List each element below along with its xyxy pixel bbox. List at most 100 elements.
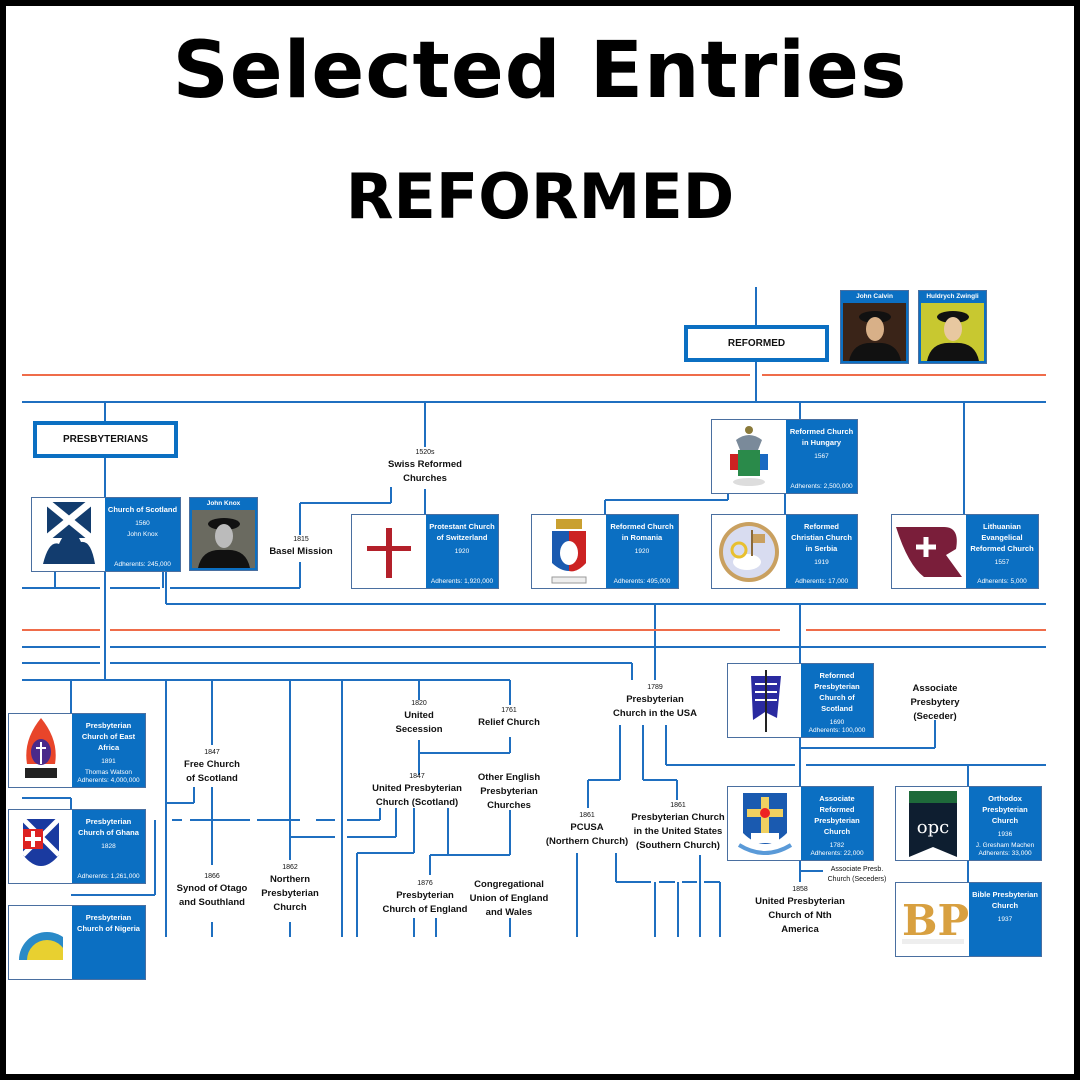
reformed-header: REFORMED — [684, 325, 829, 362]
church-name: Reformed Christian Church in Serbia — [791, 522, 852, 553]
branch-year: 1761 — [501, 707, 517, 714]
card-info: Reformed Presbyterian Church of Scotland… — [801, 664, 873, 737]
church-name: Reformed Church in Romania — [610, 522, 674, 542]
church-name: Bible Presbyterian Church — [972, 890, 1038, 910]
church-name: Presbyterian Church of Nigeria — [77, 913, 140, 933]
branch-name: Other English Presbyterian Churches — [477, 772, 541, 811]
branch-year: 1862 — [282, 864, 298, 871]
founding-year: 1920 — [634, 548, 650, 555]
branch-year: 1789 — [647, 684, 663, 691]
church-name: Presbyterian Church of East Africa — [81, 721, 136, 752]
card-info: Presbyterian Church of Nigeria — [72, 906, 145, 979]
branch-year: 1820 — [411, 700, 427, 707]
church-name: Associate Reformed Presbyterian Church — [814, 794, 860, 836]
church-card: Reformed Presbyterian Church of Scotland… — [727, 663, 874, 738]
card-info: Associate Reformed Presbyterian Church 17… — [801, 787, 873, 860]
pelican-crest-icon — [532, 515, 606, 588]
saltire-burning-bush-icon — [32, 498, 105, 571]
branch-name: United Secession — [395, 710, 443, 735]
adherents-count: Adherents: 100,000 — [808, 727, 866, 734]
branch-name: Basel Mission — [269, 546, 333, 557]
adherents-count: Adherents: 1,920,000 — [430, 578, 494, 585]
adherents-count: Adherents: 2,500,000 — [790, 483, 853, 490]
church-name: Reformed Church in Hungary — [789, 427, 854, 447]
branch-year: 1861 — [579, 812, 595, 819]
branch-year: 1866 — [204, 873, 220, 880]
presbyterians-header: PRESBYTERIANS — [33, 421, 178, 458]
branch-year: 1520s — [415, 449, 435, 456]
church-name: Presbyterian Church of Ghana — [78, 817, 139, 837]
church-name: Church of Scotland — [107, 505, 178, 514]
adherents-count: Adherents: 22,000 — [810, 850, 864, 857]
branch-name: United Presbyterian Church (Scotland) — [372, 783, 462, 808]
branch-label: Associate Presbytery (Seceder) — [910, 682, 959, 724]
branch-label: Other English Presbyterian Churches — [478, 771, 540, 813]
adherents-count: Adherents: 5,000 — [977, 578, 1027, 585]
cross-shield-icon — [9, 810, 72, 883]
flame-crest-icon — [9, 714, 72, 787]
church-name: Reformed Presbyterian Church of Scotland — [814, 671, 860, 713]
portrait-card: Huldrych Zwingli — [918, 290, 987, 364]
branch-name: Swiss Reformed Churches — [388, 459, 462, 484]
founding-year: 1557 — [994, 559, 1010, 566]
branch-name: Congregational Union of England and Wale… — [469, 879, 549, 918]
branch-year: 1858 — [792, 886, 808, 893]
branch-name: Associate Presbytery (Seceder) — [910, 683, 960, 722]
branch-year: 1847 — [204, 749, 220, 756]
red-cross-icon — [352, 515, 426, 588]
banner-icon — [728, 664, 801, 737]
founding-year: 1891 — [101, 758, 116, 765]
branch-name: Northern Presbyterian Church — [261, 874, 319, 913]
branch-label: Associate Presb. Church (Seceders) — [828, 865, 887, 885]
adherents-count: Adherents: 495,000 — [613, 578, 671, 585]
portrait-name: John Knox — [206, 500, 241, 507]
branch-name: United Presbyterian Church of Nth Americ… — [755, 896, 845, 935]
church-name: Orthodox Presbyterian Church — [982, 794, 1028, 825]
founding-year: 1920 — [454, 548, 470, 555]
portrait-card: John Knox — [189, 497, 258, 571]
branch-year: 1815 — [293, 536, 309, 543]
portrait-card: John Calvin — [840, 290, 909, 364]
founding-year: 1782 — [829, 842, 845, 849]
founding-year: 1560 — [135, 520, 150, 527]
founder-name: Thomas Watson — [84, 769, 133, 776]
branch-year: 1876 — [417, 880, 433, 887]
branch-name: Associate Presb. Church (Seceders) — [827, 866, 887, 883]
branch-label: Congregational Union of England and Wale… — [470, 878, 549, 920]
bpc-letters-icon: BP — [896, 883, 969, 956]
lamb-seal-icon — [712, 515, 786, 588]
branch-year: 1847 — [409, 773, 425, 780]
adherents-count: Adherents: 245,000 — [114, 561, 171, 568]
branch-name: Free Church of Scotland — [184, 759, 240, 784]
coat-of-arms-icon — [712, 420, 786, 493]
adherents-count: Adherents: 17,000 — [794, 578, 849, 585]
portrait-image — [843, 303, 906, 361]
